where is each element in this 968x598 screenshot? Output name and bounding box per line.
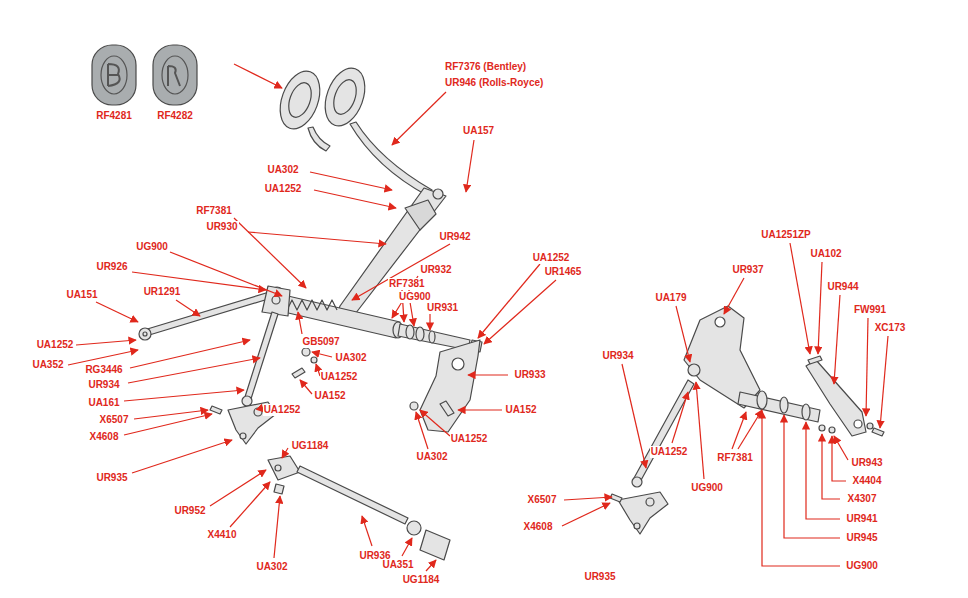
part-number: X4608 [89,431,120,443]
part-number: UG1184 [291,440,330,452]
part-number: UA1252 [650,446,689,458]
part-number: UR930 [205,221,238,233]
cross-shaft [738,392,820,422]
part-number: RF7381 [716,452,754,464]
part-number: UR935 [95,472,128,484]
pedal-pad [318,63,372,132]
part-number: UA102 [809,248,842,260]
clevis [420,530,450,560]
bracket [618,492,668,534]
part-number: XC173 [874,322,907,334]
part-number: UA302 [334,352,367,364]
part-number: UR952 [173,505,206,517]
part-number: UR945 [845,532,878,544]
part-number: UA352 [31,359,64,371]
part-number: UR933 [513,369,546,381]
part-number: UA161 [87,397,120,409]
part-number: UA151 [65,289,98,301]
part-number: UA302 [255,561,288,573]
part-number: RF4282 [156,110,194,122]
link-rod [634,380,694,482]
part-number: UR1465 [544,266,583,278]
part-number: UA1252 [264,183,303,195]
part-number: UA157 [462,125,495,137]
part-number: RF7381 [388,278,426,290]
pedal-pad [273,66,327,135]
part-number: X4410 [207,529,238,541]
part-number: UR931 [426,302,459,314]
part-number: UG1184 [402,574,441,586]
part-number: UR934 [87,379,120,391]
part-number: X6507 [527,494,558,506]
part-number: X4307 [847,493,878,505]
part-number: UA1252 [263,404,302,416]
part-number: UA351 [381,559,414,571]
part-number: UA302 [415,451,448,463]
part-number: RG3446 [84,364,123,376]
part-number: X4608 [523,521,554,533]
part-number: UG900 [845,560,879,572]
bellcrank [684,306,760,408]
pedal-rubber [153,45,197,105]
leader-arrows [68,64,888,571]
part-number: UR942 [438,231,471,243]
part-number: UR944 [826,281,859,293]
part-number: UG900 [135,241,169,253]
part-number: RF7381 [195,205,233,217]
part-number: UA1252 [450,433,489,445]
part-number: UR932 [419,264,452,276]
part-number: UR943 [850,457,883,469]
return-spring [282,300,337,310]
part-number: UG900 [690,482,724,494]
clevis [268,456,300,480]
part-number: RF7376 (Bentley) [444,61,527,73]
part-number: UA152 [313,390,346,402]
part-number: UR946 (Rolls-Royce) [444,77,544,89]
part-number: X4404 [852,475,883,487]
part-number: UR941 [845,513,878,525]
link-rod [244,312,278,402]
part-number: UR1291 [143,286,182,298]
part-number: UA302 [266,164,299,176]
part-number: UA1252 [320,371,359,383]
part-number: UA179 [654,292,687,304]
part-number: X6507 [99,414,130,426]
part-number: UA1252 [532,252,571,264]
part-number: UA1252 [36,339,75,351]
part-number: UA152 [504,404,537,416]
part-number: RF4281 [95,110,133,122]
part-number: UR934 [601,350,634,362]
pedal-rubber [92,45,136,105]
adjuster-rod [297,466,408,524]
part-number: FW991 [853,304,887,316]
part-number: GB5097 [301,336,340,348]
relay-lever [806,360,866,436]
part-number: UA1251ZP [760,229,811,241]
part-number: UR935 [583,571,616,583]
part-number: UR926 [95,261,128,273]
part-number: UR937 [731,264,764,276]
